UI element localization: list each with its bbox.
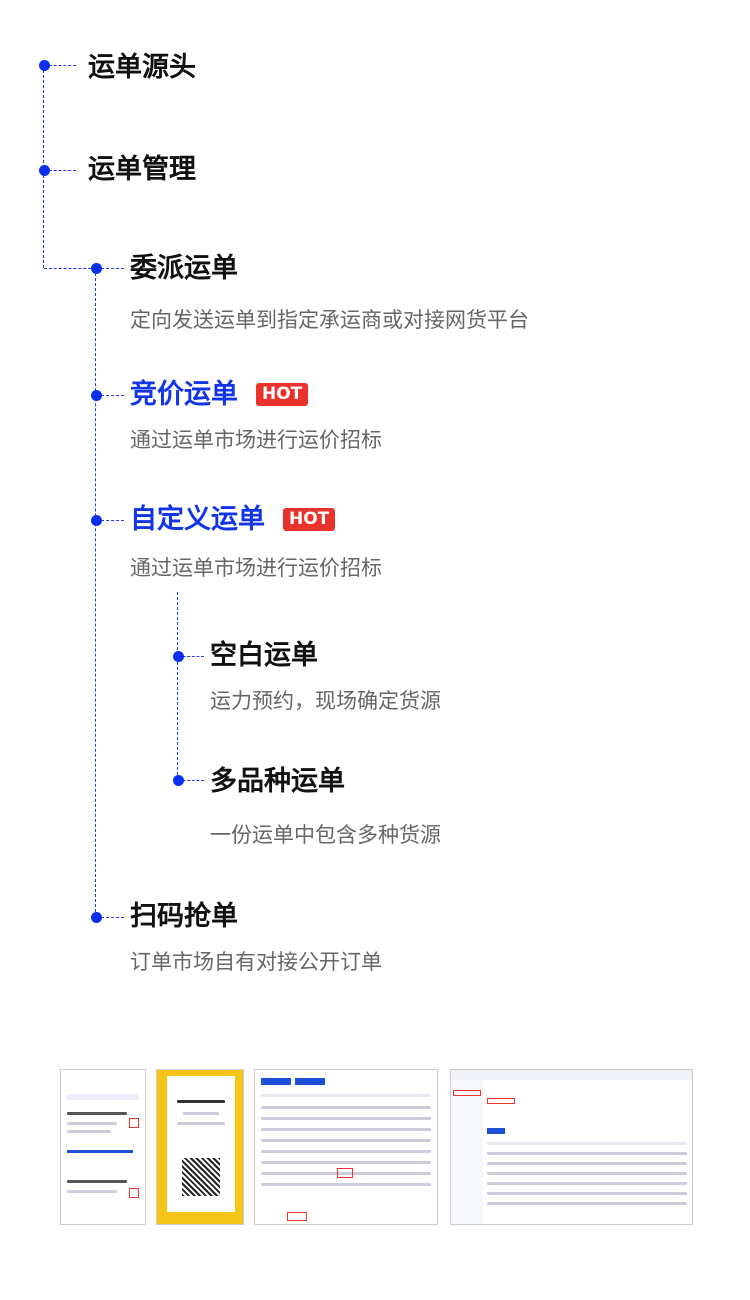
- tree-line: [44, 170, 76, 171]
- tree-line: [178, 656, 204, 657]
- tree-line: [96, 520, 124, 521]
- node-dot: [91, 390, 102, 401]
- node-title-multi: 多品种运单: [210, 766, 345, 797]
- tree-line: [177, 592, 178, 780]
- node-title-delegate: 委派运单: [130, 255, 238, 282]
- tree-line: [44, 268, 96, 269]
- node-title-blank: 空白运单: [210, 640, 318, 671]
- node-desc: 一份运单中包含多种货源: [210, 823, 441, 847]
- node-dot: [39, 60, 50, 71]
- tree-line: [95, 268, 96, 917]
- tree-line: [96, 268, 124, 269]
- title-text: 自定义运单: [130, 504, 265, 535]
- node-dot: [173, 775, 184, 786]
- tree-line: [96, 917, 124, 918]
- tree-line: [96, 395, 124, 396]
- node-dot: [91, 263, 102, 274]
- hot-badge: HOT: [256, 383, 309, 406]
- hot-badge: HOT: [283, 508, 336, 531]
- screenshot-web-admin: [450, 1069, 693, 1225]
- tree-line: [44, 65, 76, 66]
- node-desc: 通过运单市场进行运价招标: [130, 428, 382, 452]
- node-dot: [173, 651, 184, 662]
- screenshot-qr-ticket: [156, 1069, 244, 1225]
- node-title-bidding: 竞价运单 HOT: [130, 379, 309, 410]
- title-text: 扫码抢单: [130, 901, 238, 932]
- title-text: 委派运单: [130, 253, 238, 284]
- node-title-scan: 扫码抢单: [130, 903, 238, 930]
- node-dot: [39, 165, 50, 176]
- node-title: 运单管理: [88, 154, 196, 185]
- node-title: 运单源头: [88, 52, 196, 83]
- node-desc: 通过运单市场进行运价招标: [130, 556, 382, 580]
- node-dot: [91, 912, 102, 923]
- node-dot: [91, 515, 102, 526]
- node-desc: 运力预约，现场确定货源: [210, 689, 441, 713]
- tree-line: [178, 780, 204, 781]
- screenshot-web-table: [254, 1069, 438, 1225]
- node-desc: 订单市场自有对接公开订单: [130, 950, 382, 974]
- screenshot-mobile-orders: [60, 1069, 146, 1225]
- node-desc: 定向发送运单到指定承运商或对接网货平台: [130, 308, 529, 332]
- node-title-custom: 自定义运单 HOT: [130, 504, 336, 535]
- title-text: 竞价运单: [130, 379, 238, 410]
